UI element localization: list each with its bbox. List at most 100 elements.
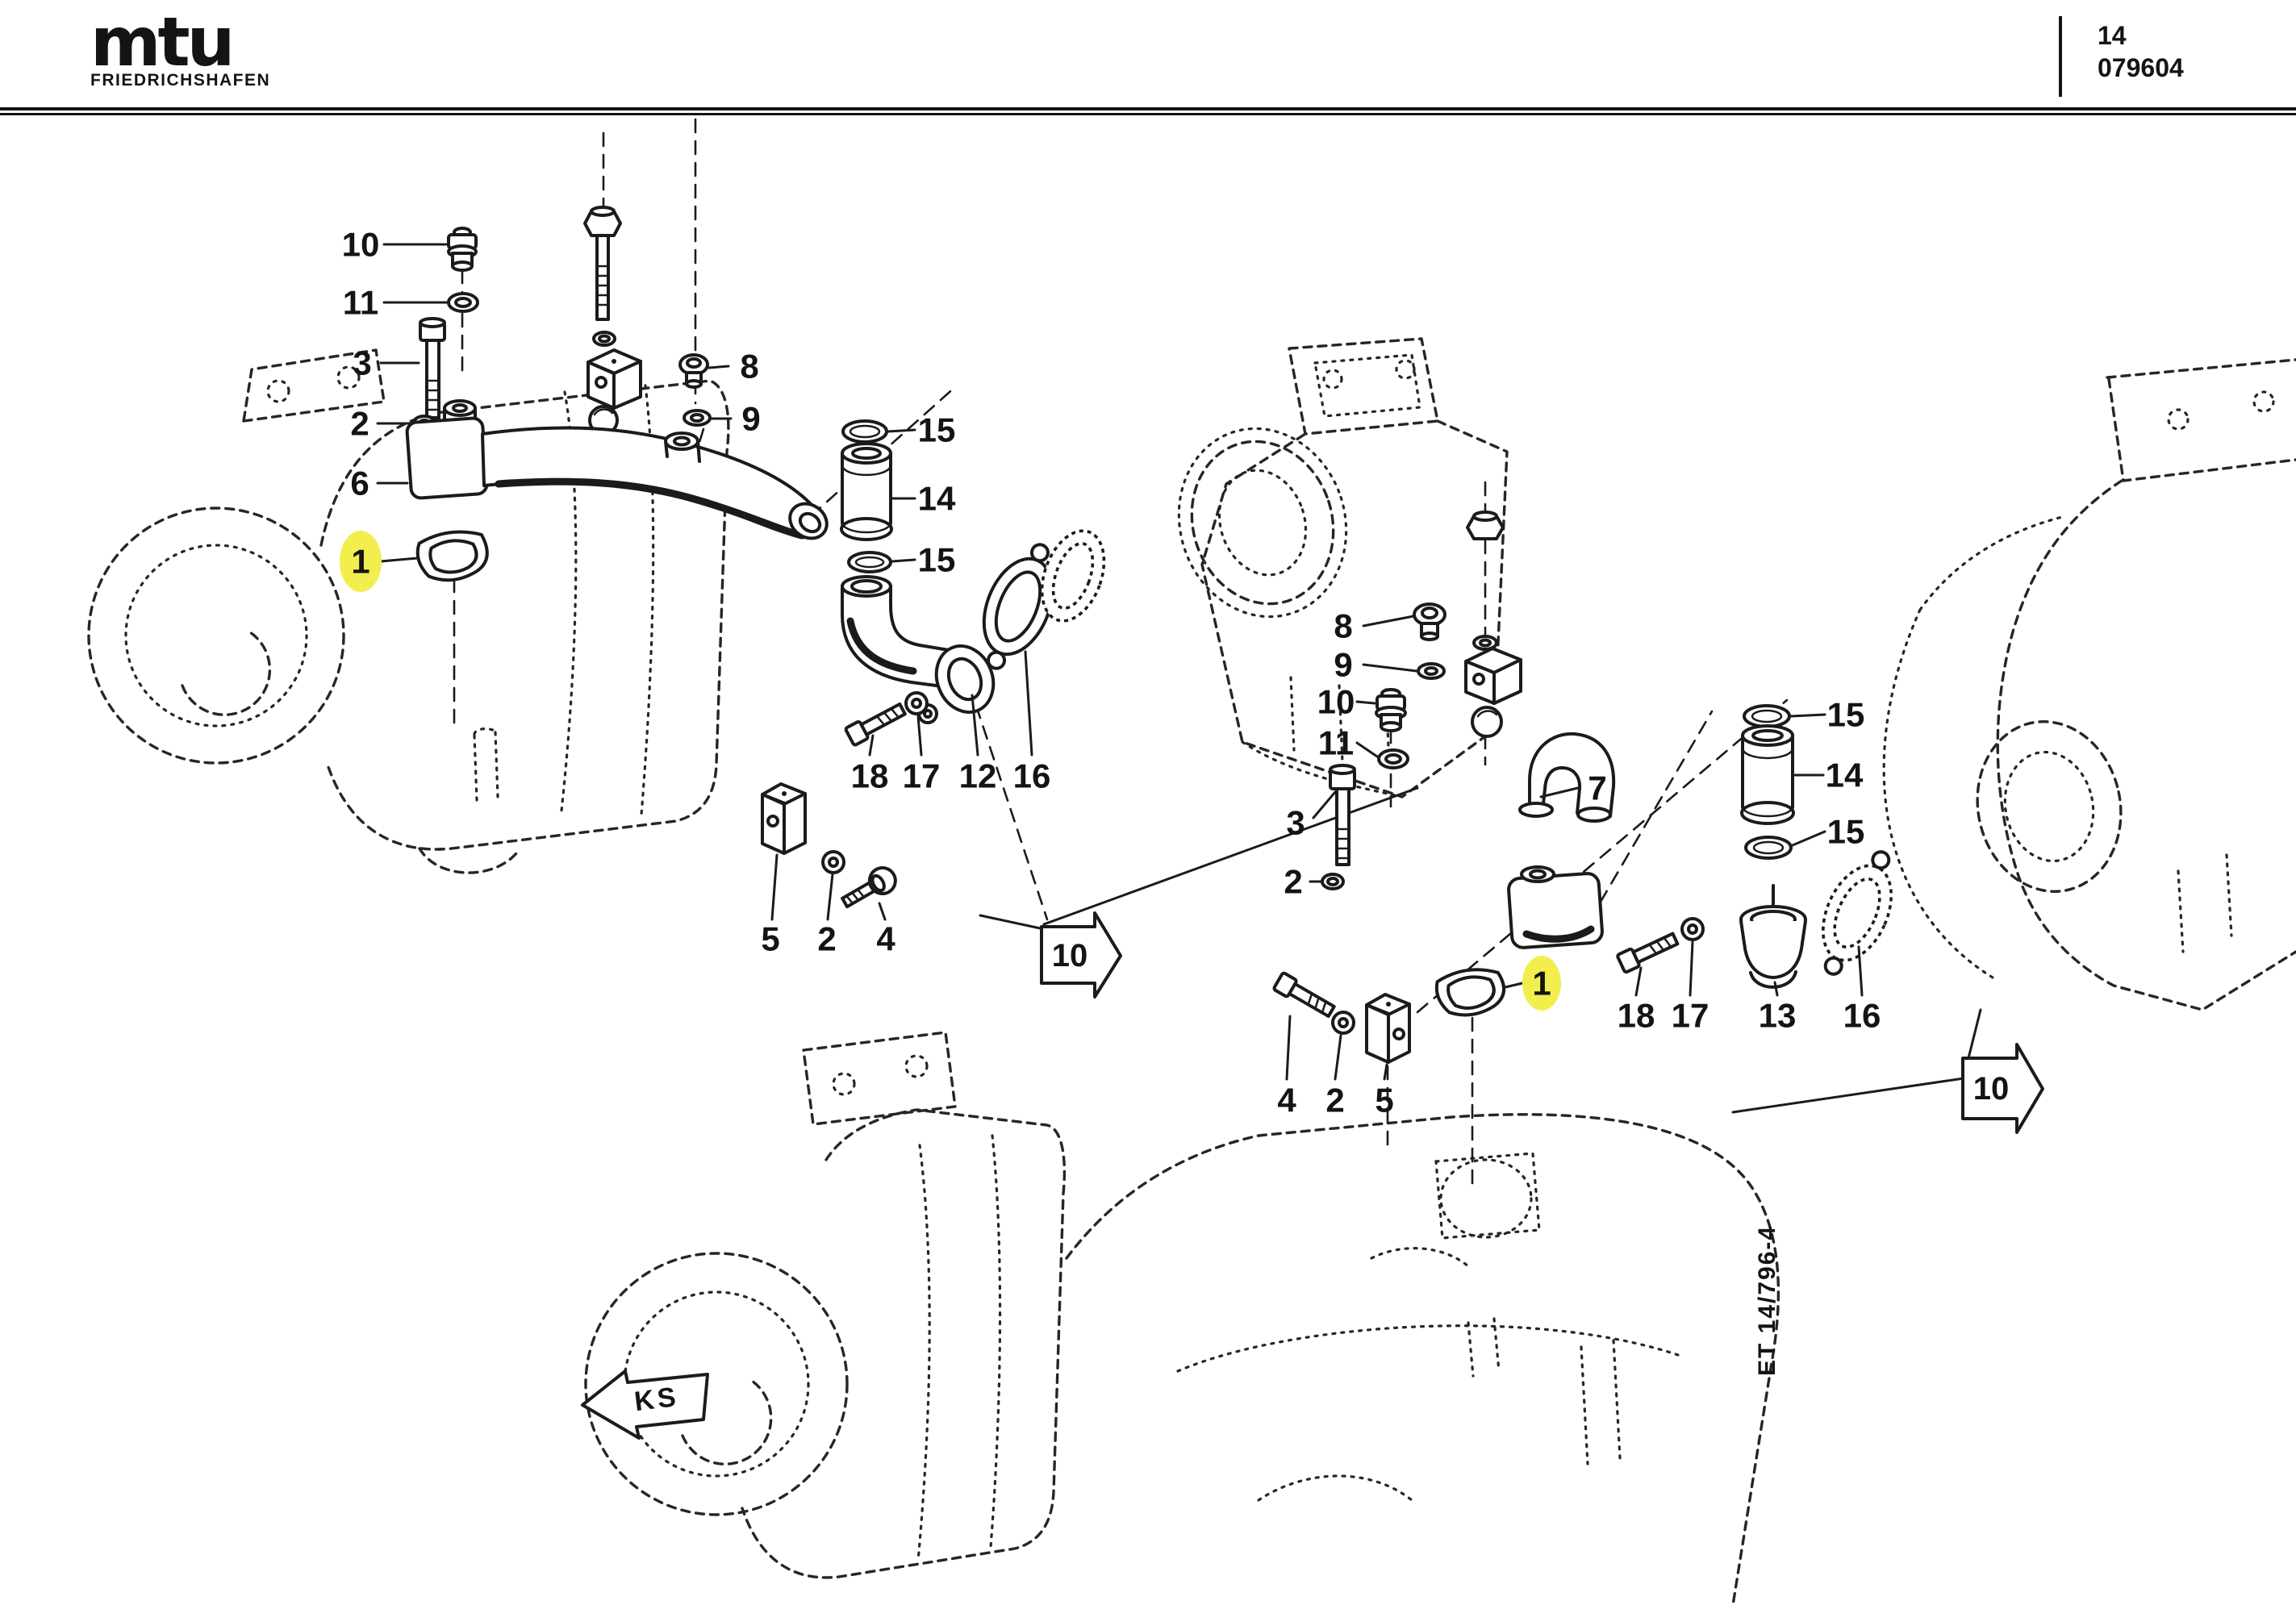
callout-15a-right: 15 (1827, 696, 1865, 734)
part-bolt-18-left (844, 702, 907, 747)
part-gasket-16-right (1822, 850, 1893, 976)
direction-box-10-right: 10 (1961, 1043, 2044, 1134)
ks-arrow: KS (581, 1369, 709, 1440)
page-reference: 14 079604 (2098, 19, 2184, 84)
left-callouts: 10 11 3 2 6 1 8 9 15 14 15 18 17 12 16 5… (342, 226, 1051, 958)
callout-3-right: 3 (1286, 804, 1305, 842)
callout-16-right: 16 (1843, 997, 1881, 1035)
part-fitting-13-right (1739, 884, 1807, 989)
part-elbow-7-right (1507, 732, 1616, 949)
part-fitting-10-left (447, 227, 478, 272)
part-washer-2a-right (1321, 873, 1345, 890)
left-turbocharger-outline (87, 348, 730, 874)
highlight-marker-right (1522, 956, 1561, 1011)
mtu-logo: mtu FRIEDRICHSHAFEN (90, 8, 270, 90)
callout-2-left: 2 (350, 405, 369, 443)
part-bolt-18-right (1616, 932, 1680, 974)
part-sleeve-14-right (1740, 724, 1795, 825)
part-plug-8-right (1413, 602, 1446, 641)
callout-15a-left: 15 (918, 411, 956, 449)
direction-box-label-right: 10 (1973, 1071, 2010, 1107)
part-oring-15a-left (841, 419, 888, 444)
callout-16-left: 16 (1013, 757, 1051, 795)
highlight-marker-left (340, 531, 382, 592)
callout-1-left-highlighted: 1 (351, 543, 369, 581)
part-bolt-3-right (1329, 764, 1356, 866)
part-oring-15b-right (1744, 836, 1793, 860)
callout-2b-left: 2 (817, 920, 836, 958)
ks-arrow-label: KS (632, 1382, 680, 1417)
document-number: 079604 (2098, 53, 2184, 82)
left-engine-outline (1177, 337, 1509, 798)
part-washer-9-right (1417, 662, 1446, 680)
right-assembly-parts (1272, 511, 1893, 1064)
part-oring-15b-left (847, 551, 892, 573)
callout-2b-right: 2 (1325, 1082, 1344, 1119)
callout-10-left: 10 (342, 226, 380, 264)
part-oring-15a-right (1743, 704, 1791, 728)
part-clamp-stack-right (1464, 511, 1522, 738)
part-gasket-1-left (415, 530, 489, 582)
callout-12-left: 12 (959, 757, 997, 795)
callout-6-left: 6 (350, 465, 369, 502)
callout-11-right: 11 (1318, 724, 1354, 762)
direction-box-10-left: 10 (1040, 911, 1122, 998)
callout-4-right: 4 (1277, 1082, 1296, 1119)
callout-5-left: 5 (761, 920, 779, 958)
callout-9-right: 9 (1334, 646, 1352, 684)
part-clamp-stack-left (583, 206, 642, 436)
part-block-5-right (1365, 993, 1411, 1064)
part-washer-2b-right (1331, 1011, 1355, 1035)
part-elbow-12-left (841, 575, 996, 724)
callout-2a-right: 2 (1284, 863, 1302, 901)
callout-17-left: 17 (903, 757, 941, 795)
callout-10-right: 10 (1317, 683, 1355, 721)
part-washer-9-left (683, 409, 712, 427)
right-turbocharger-outline (584, 1031, 1780, 1605)
callout-7-right: 7 (1588, 769, 1606, 807)
part-washer-17-right (1680, 917, 1705, 941)
callout-14-left: 14 (918, 480, 956, 518)
callout-14-right: 14 (1826, 757, 1864, 794)
part-block-5-left (761, 782, 807, 855)
centerlines (424, 118, 1982, 1187)
part-washer-11-left (447, 292, 479, 313)
right-engine-outline (1882, 358, 2296, 1011)
callout-18-right: 18 (1618, 997, 1655, 1035)
callout-8-left: 8 (740, 348, 758, 386)
callout-18-left: 18 (851, 757, 889, 795)
right-callouts: 8 9 10 11 3 2 7 15 14 15 18 17 13 16 4 2… (1277, 607, 1881, 1119)
page-number: 14 (2098, 21, 2127, 50)
part-pipe-6-left (405, 399, 829, 540)
leader-lines (376, 243, 1864, 1081)
drawing-number: ET 14/796-4 (1754, 1225, 1780, 1376)
callout-4-left: 4 (876, 920, 895, 958)
callout-13-right: 13 (1759, 997, 1797, 1035)
callout-3-left: 3 (353, 344, 371, 382)
header-divider (2059, 16, 2062, 97)
callout-11-left: 11 (343, 284, 378, 322)
callout-5-right: 5 (1375, 1082, 1393, 1119)
callout-9-left: 9 (741, 400, 760, 438)
callout-1-right-highlighted: 1 (1532, 965, 1551, 1003)
part-bolt-4-right (1272, 971, 1336, 1019)
direction-box-label-left: 10 (1052, 938, 1088, 973)
callout-17-right: 17 (1672, 997, 1709, 1035)
part-bolt-3-left (419, 317, 446, 419)
part-bolt-4-left (841, 866, 897, 909)
callout-15b-left: 15 (918, 541, 956, 579)
brand-subtitle: FRIEDRICHSHAFEN (90, 71, 271, 90)
callout-8-right: 8 (1334, 607, 1352, 645)
left-assembly-parts (405, 206, 1106, 909)
part-washer-17-left (904, 691, 929, 715)
part-sleeve-14-left (840, 442, 893, 541)
callout-15b-right: 15 (1827, 813, 1865, 851)
part-washer-11-right (1377, 748, 1409, 769)
part-plug-8-left (678, 353, 709, 389)
part-gasket-1-right (1434, 968, 1505, 1017)
brand-name: mtu (90, 2, 235, 81)
part-gasket-16-left (982, 529, 1106, 670)
header-rule (0, 107, 2296, 115)
